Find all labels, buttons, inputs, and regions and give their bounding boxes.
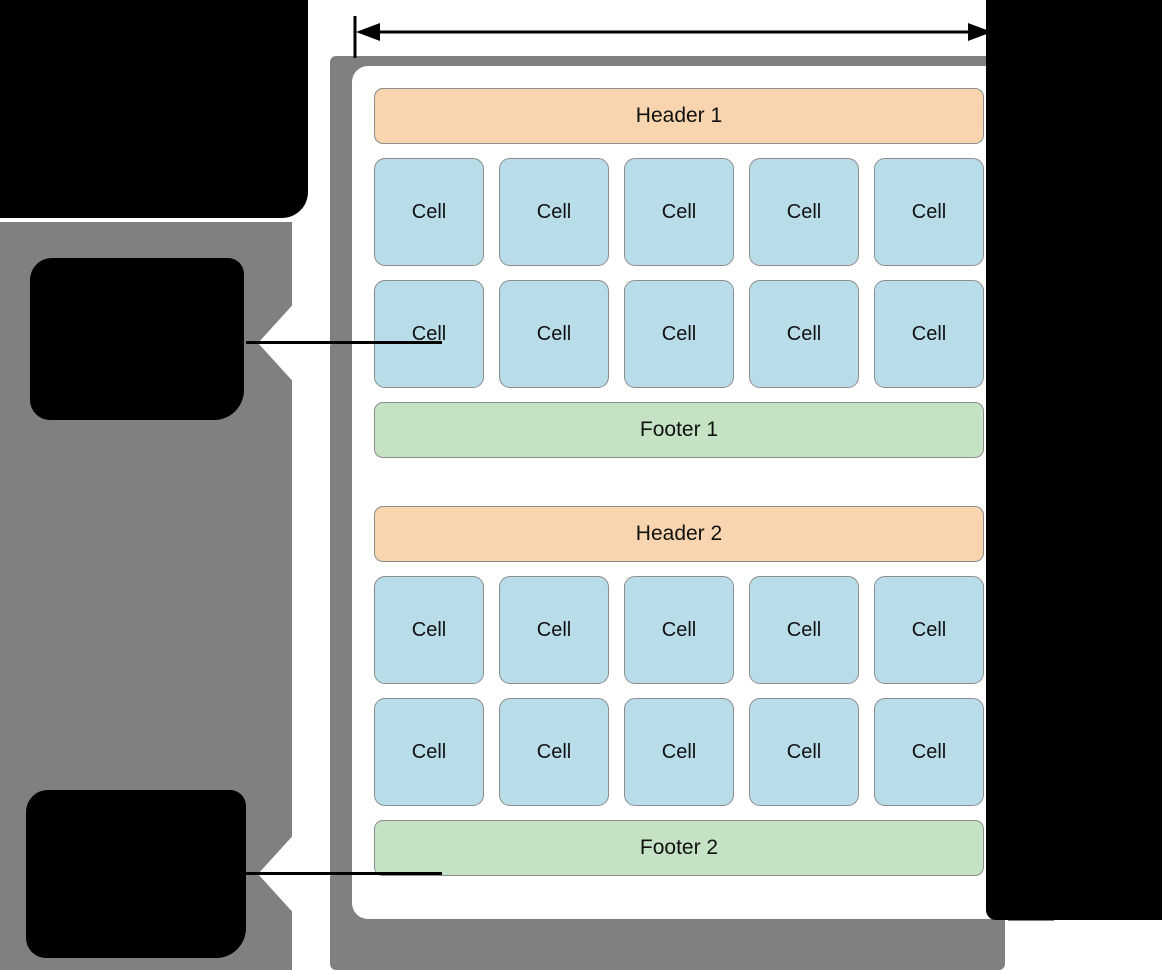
section-2-row-1-cell-3[interactable]: Cell (624, 576, 734, 684)
section-2-row-1-cell-2[interactable]: Cell (499, 576, 609, 684)
section-2-row-1: Cell Cell Cell Cell Cell (374, 576, 984, 684)
section-2-row-1-cell-5[interactable]: Cell (874, 576, 984, 684)
section-1-row-2-cell-1[interactable]: Cell (374, 280, 484, 388)
width-dimension-arrow (353, 16, 995, 58)
collection-view-card: Header 1 Cell Cell Cell Cell Cell Cell C… (352, 66, 1006, 919)
redaction-block-callout-2 (26, 790, 246, 958)
section-2-row-2-cell-4[interactable]: Cell (749, 698, 859, 806)
section-2-row-2-cell-1[interactable]: Cell (374, 698, 484, 806)
section-2-footer[interactable]: Footer 2 (374, 820, 984, 876)
section-1-row-2-cell-3[interactable]: Cell (624, 280, 734, 388)
section-1-row-2: Cell Cell Cell Cell Cell (374, 280, 984, 388)
section-1-footer[interactable]: Footer 1 (374, 402, 984, 458)
section-2-row-1-cell-4[interactable]: Cell (749, 576, 859, 684)
section-1-row-1-cell-2[interactable]: Cell (499, 158, 609, 266)
section-1-row-1: Cell Cell Cell Cell Cell (374, 158, 984, 266)
section-2: Header 2 Cell Cell Cell Cell Cell Cell C… (374, 506, 984, 876)
section-2-row-2-cell-2[interactable]: Cell (499, 698, 609, 806)
redaction-block-right (986, 0, 1162, 920)
section-2-row-1-cell-1[interactable]: Cell (374, 576, 484, 684)
section-1-row-2-cell-4[interactable]: Cell (749, 280, 859, 388)
section-2-row-2-cell-5[interactable]: Cell (874, 698, 984, 806)
section-1-row-1-cell-5[interactable]: Cell (874, 158, 984, 266)
section-1-row-2-cell-5[interactable]: Cell (874, 280, 984, 388)
section-1: Header 1 Cell Cell Cell Cell Cell Cell C… (374, 88, 984, 458)
section-1-row-1-cell-1[interactable]: Cell (374, 158, 484, 266)
callout-1-leader-line (246, 341, 442, 344)
redaction-block-top-left (0, 0, 308, 218)
redaction-block-callout-1 (30, 258, 244, 420)
callout-2-leader-line (246, 872, 442, 875)
section-2-row-2-cell-3[interactable]: Cell (624, 698, 734, 806)
redaction-block-top-right-notch (1008, 18, 1078, 76)
section-1-row-2-cell-2[interactable]: Cell (499, 280, 609, 388)
section-1-row-1-cell-4[interactable]: Cell (749, 158, 859, 266)
section-1-row-1-cell-3[interactable]: Cell (624, 158, 734, 266)
section-2-row-2: Cell Cell Cell Cell Cell (374, 698, 984, 806)
section-1-header[interactable]: Header 1 (374, 88, 984, 144)
section-2-header[interactable]: Header 2 (374, 506, 984, 562)
